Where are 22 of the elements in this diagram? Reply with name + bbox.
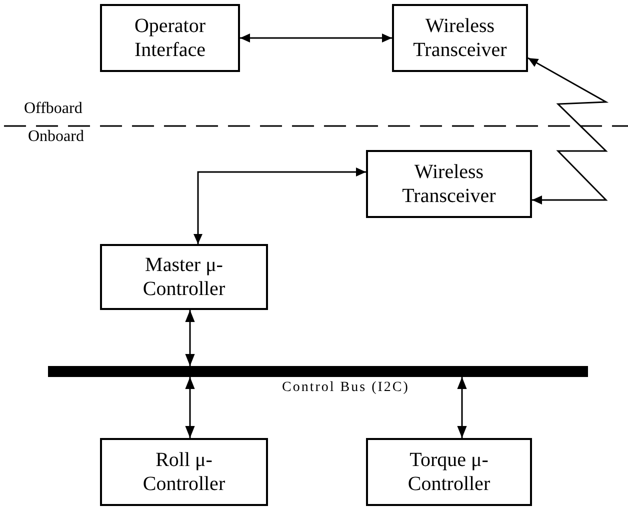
- region-label: Onboard: [28, 128, 84, 146]
- block-box: [100, 438, 268, 506]
- block-label: Operator Interface: [133, 14, 207, 62]
- bus-label: Control Bus (I2C): [282, 380, 410, 396]
- connector-arrow: [528, 57, 609, 204]
- block-label: Wireless Transceiver: [401, 160, 497, 208]
- block-box: [100, 244, 268, 310]
- connector-arrow: [240, 34, 392, 42]
- block-label: Torque μ-Controller: [406, 448, 492, 496]
- block-box: [392, 4, 528, 72]
- block-label: Wireless Transceiver: [412, 14, 508, 62]
- block-label: Master μ-Controller: [142, 253, 226, 301]
- region-label: Offboard: [24, 100, 82, 118]
- block-label: Roll μ-Controller: [142, 448, 226, 496]
- connector-arrow: [185, 310, 195, 366]
- block-box: [366, 150, 532, 218]
- block-box: [100, 4, 240, 72]
- bus-bar: [48, 366, 588, 377]
- connector-arrow: [185, 377, 195, 438]
- block-box: [366, 438, 532, 506]
- connector-arrow: [457, 377, 467, 438]
- connector-arrow: [194, 168, 366, 244]
